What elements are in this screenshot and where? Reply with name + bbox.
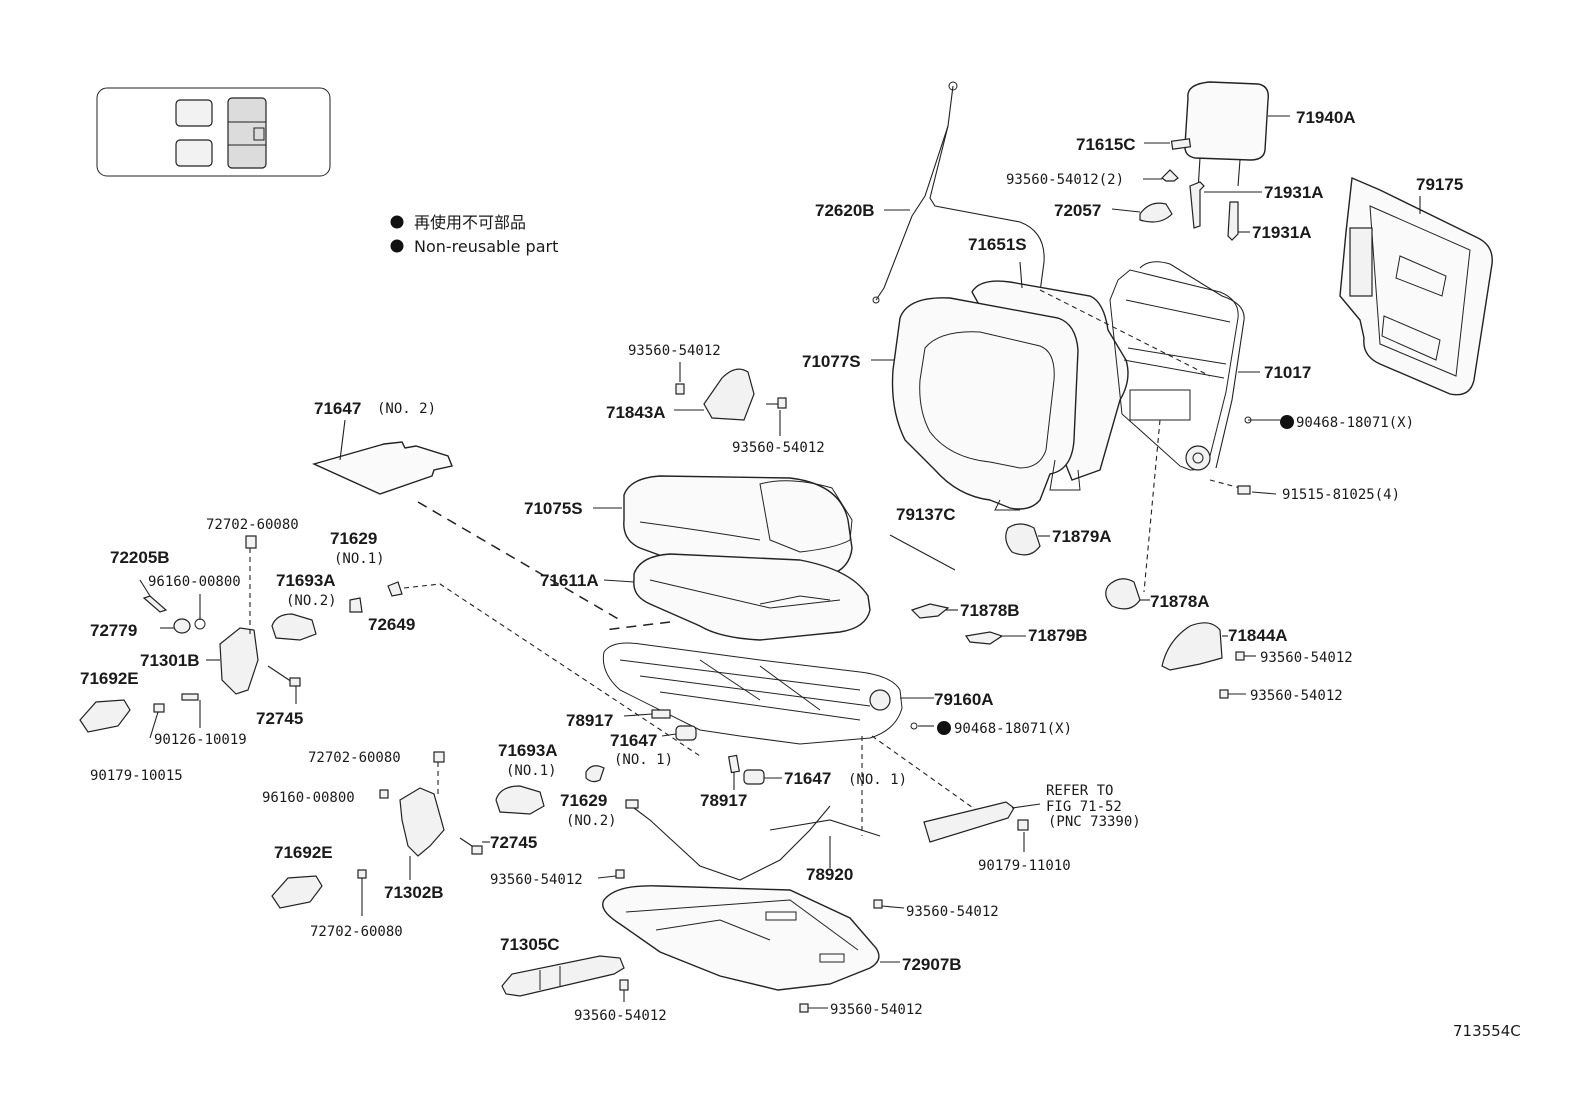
refer-note-line2: FIG 71-52 — [1046, 799, 1122, 815]
figure-id: 713554C — [1453, 1022, 1521, 1040]
part-label: 72649 — [368, 615, 415, 634]
part-label: 71878A — [1150, 592, 1210, 611]
part-label: 72702-60080 — [310, 924, 403, 940]
part-label: 93560-54012 — [628, 343, 721, 359]
part-label: 71693A — [276, 571, 336, 590]
part-label: 93560-54012 — [490, 872, 583, 888]
part-label: 93560-54012(2) — [1006, 172, 1124, 188]
part-label-note: (NO. 1) — [848, 772, 907, 788]
part-label: 71629 — [560, 791, 607, 810]
non-reusable-dot-icon — [390, 215, 404, 229]
part-label: 71878B — [960, 601, 1020, 620]
part-label: 71075S — [524, 499, 583, 518]
part-label: 72205B — [110, 548, 170, 567]
part-label: 93560-54012 — [906, 904, 999, 920]
part-label: 72907B — [902, 955, 962, 974]
seatback-cover — [871, 261, 1129, 511]
part-label-note: (NO. 1) — [614, 752, 673, 768]
part-label: 93560-54012 — [830, 1002, 923, 1018]
part-label: 90468-18071(X) — [1296, 415, 1414, 431]
part-label: 71843A — [606, 403, 666, 422]
non-reusable-dot-icon — [937, 721, 951, 735]
part-label-note: (NO.1) — [334, 551, 385, 567]
part-label: 71302B — [384, 883, 444, 902]
left-hinges — [79, 535, 490, 916]
non-reusable-dot-icon — [390, 239, 404, 253]
legend-en: Non-reusable part — [414, 237, 558, 256]
part-label-note: (NO. 2) — [377, 401, 436, 417]
part-label: 71615C — [1076, 135, 1136, 154]
part-label: 72702-60080 — [308, 750, 401, 766]
non-reusable-dot-icon — [1280, 415, 1294, 429]
seat-locator-inset — [96, 87, 331, 177]
part-label: 72745 — [490, 833, 537, 852]
part-label: 71692E — [274, 843, 333, 862]
part-label: 71692E — [80, 669, 139, 688]
refer-note-line1: REFER TO — [1046, 783, 1113, 799]
part-label: 79175 — [1416, 175, 1463, 194]
seatback-frame — [1109, 261, 1280, 471]
part-label: 96160-00800 — [148, 574, 241, 590]
part-label: 71844A — [1228, 626, 1288, 645]
part-label: 79160A — [934, 690, 994, 709]
headrest-assembly — [1111, 81, 1290, 241]
hardware — [495, 362, 1277, 1013]
back-board — [1339, 176, 1493, 396]
part-label: 71647 — [784, 769, 831, 788]
part-label: 90126-10019 — [154, 732, 247, 748]
part-label-note: (NO.2) — [286, 593, 337, 609]
part-labels: 71940A 71615C 93560-54012(2) 71931A 7917… — [80, 108, 1463, 1024]
part-label: 71651S — [968, 235, 1027, 254]
part-label: 93560-54012 — [574, 1008, 667, 1024]
part-label: 79137C — [896, 505, 956, 524]
part-label: 71077S — [802, 352, 861, 371]
part-label: 93560-54012 — [732, 440, 825, 456]
part-label: 96160-00800 — [262, 790, 355, 806]
part-label: 78917 — [566, 711, 613, 730]
legend: 再使用不可部品 Non-reusable part — [390, 213, 558, 256]
release-cable — [872, 81, 1045, 304]
part-label: 78917 — [700, 791, 747, 810]
part-label: 71693A — [498, 741, 558, 760]
part-label: 71305C — [500, 935, 560, 954]
part-label: 71301B — [140, 651, 200, 670]
refer-note-line3: (PNC 73390) — [1048, 814, 1141, 830]
seat-cushion — [311, 419, 934, 991]
part-label: 90179-10015 — [90, 768, 183, 784]
legend-jp: 再使用不可部品 — [414, 213, 526, 232]
part-label: 78920 — [806, 865, 853, 884]
part-label: 71017 — [1264, 363, 1311, 382]
part-label: 72745 — [256, 709, 303, 728]
part-label: 71611A — [540, 571, 599, 590]
dashed-leaders — [403, 289, 1249, 836]
part-label: 71931A — [1264, 183, 1324, 202]
part-label: 71879A — [1052, 527, 1112, 546]
part-label: 90179-11010 — [978, 858, 1071, 874]
part-label: 71931A — [1252, 223, 1312, 242]
part-label: 71940A — [1296, 108, 1356, 127]
part-label: 90468-18071(X) — [954, 721, 1072, 737]
part-label: 93560-54012 — [1250, 688, 1343, 704]
part-label: 72779 — [90, 621, 137, 640]
part-label: 72620B — [815, 201, 875, 220]
part-label: 71647 — [314, 399, 361, 418]
part-label: 93560-54012 — [1260, 650, 1353, 666]
part-label: 71629 — [330, 529, 377, 548]
part-label: 71879B — [1028, 626, 1088, 645]
part-label-note: (NO.2) — [566, 813, 617, 829]
part-label: 91515-81025(4) — [1282, 487, 1400, 503]
part-label: 72702-60080 — [206, 517, 299, 533]
part-label: 71647 — [610, 731, 657, 750]
part-label: 72057 — [1054, 201, 1101, 220]
part-label-note: (NO.1) — [506, 763, 557, 779]
